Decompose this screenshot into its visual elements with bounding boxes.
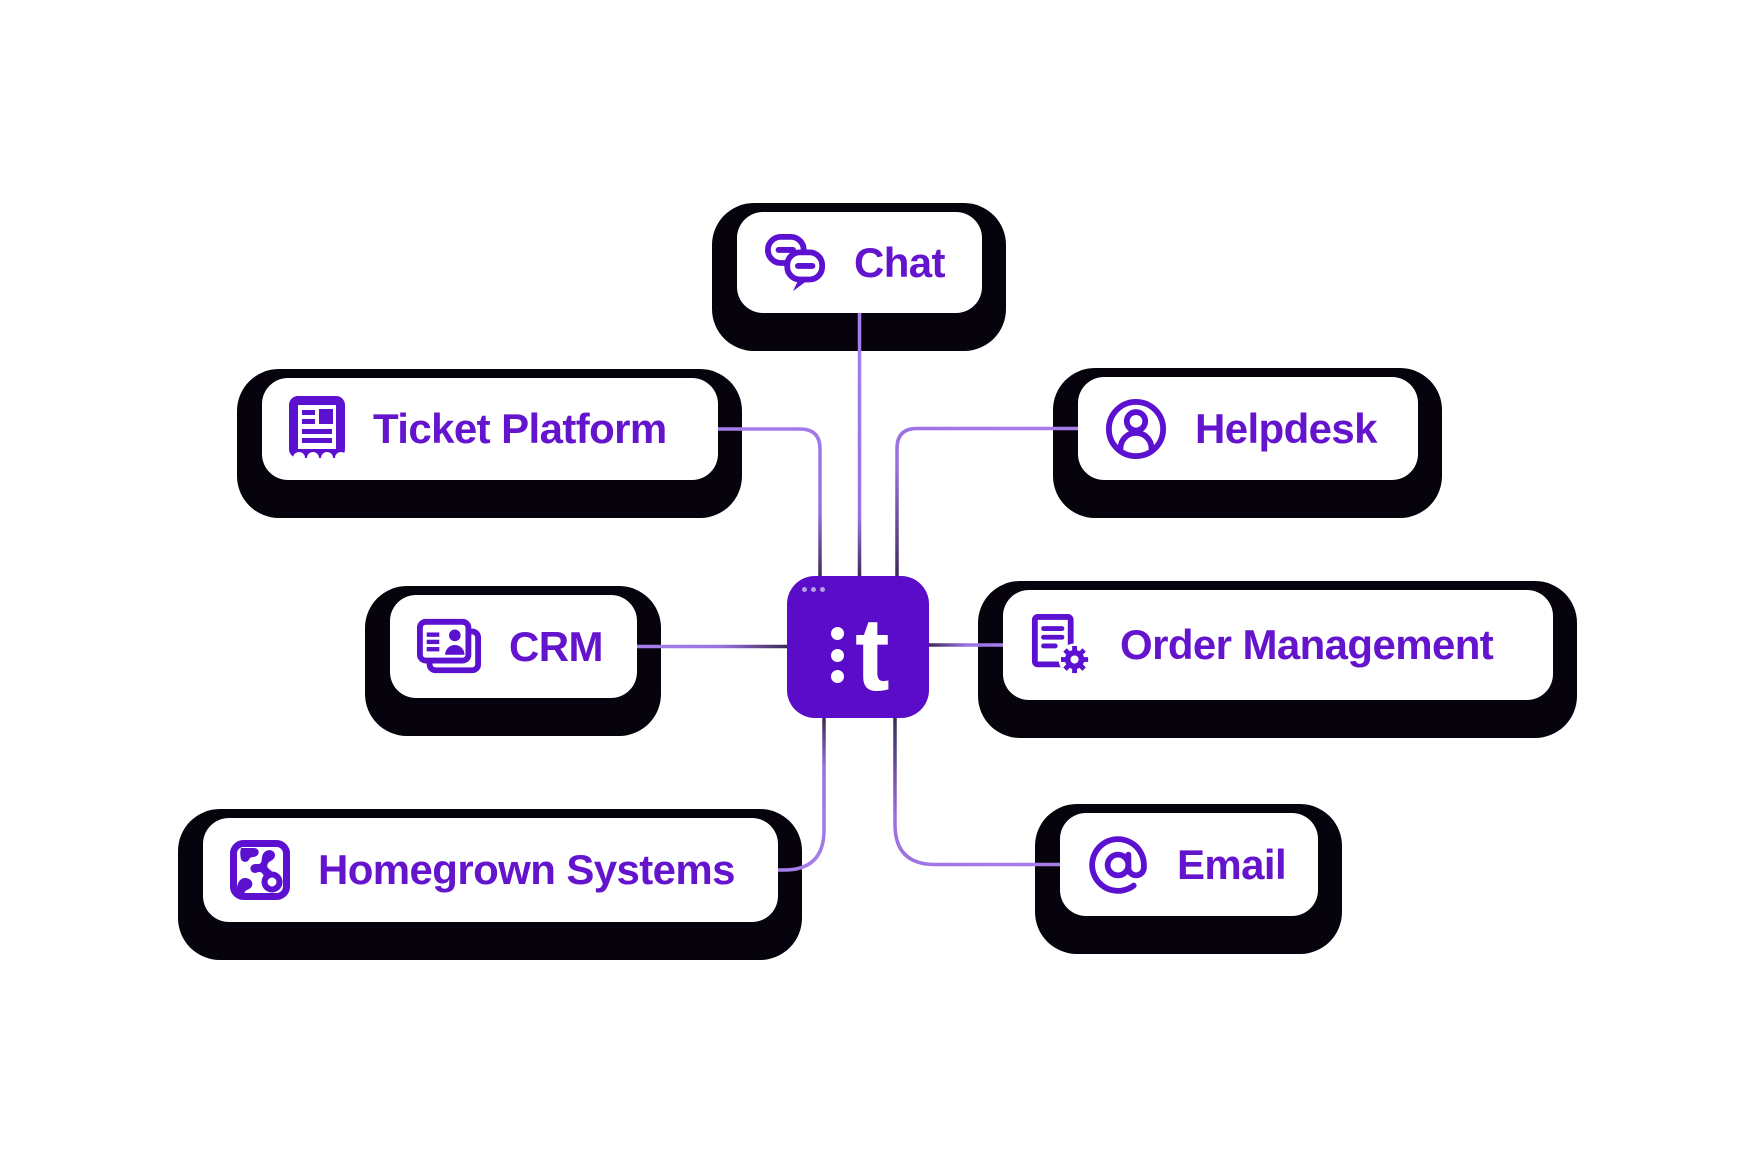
user-circle-icon <box>1105 398 1167 460</box>
node-label: Chat <box>854 238 946 286</box>
node-homegrown-systems: Homegrown Systems <box>203 818 778 922</box>
receipt-ticket-icon <box>289 396 345 462</box>
document-gear-icon <box>1030 613 1092 677</box>
node-order-management: Order Management <box>1003 590 1553 700</box>
connector-helpdesk <box>895 426 1080 578</box>
node-label: Homegrown Systems <box>318 846 736 893</box>
node-label: Helpdesk <box>1195 404 1378 452</box>
chat-bubbles-icon <box>764 232 826 294</box>
node-helpdesk: Helpdesk <box>1078 377 1418 480</box>
node-label: Order Management <box>1120 621 1494 668</box>
integration-hub: t <box>787 576 929 718</box>
node-label: Email <box>1177 840 1287 888</box>
window-dots-icon <box>802 587 825 592</box>
node-label: Ticket Platform <box>373 405 667 452</box>
node-chat: Chat <box>737 212 982 313</box>
organic-circuit-icon <box>230 840 290 900</box>
contact-cards-icon <box>417 618 481 676</box>
node-email: Email <box>1060 813 1318 916</box>
hub-logo-dots-icon <box>831 627 844 683</box>
node-label: CRM <box>509 622 603 670</box>
connector-homegrown <box>776 716 826 872</box>
hub-logo-letter: t <box>855 597 890 713</box>
node-ticket-platform: Ticket Platform <box>262 378 718 480</box>
node-crm: CRM <box>390 595 637 698</box>
connector-email <box>893 716 1062 867</box>
connector-ticket <box>716 427 822 578</box>
at-sign-icon <box>1087 834 1149 896</box>
